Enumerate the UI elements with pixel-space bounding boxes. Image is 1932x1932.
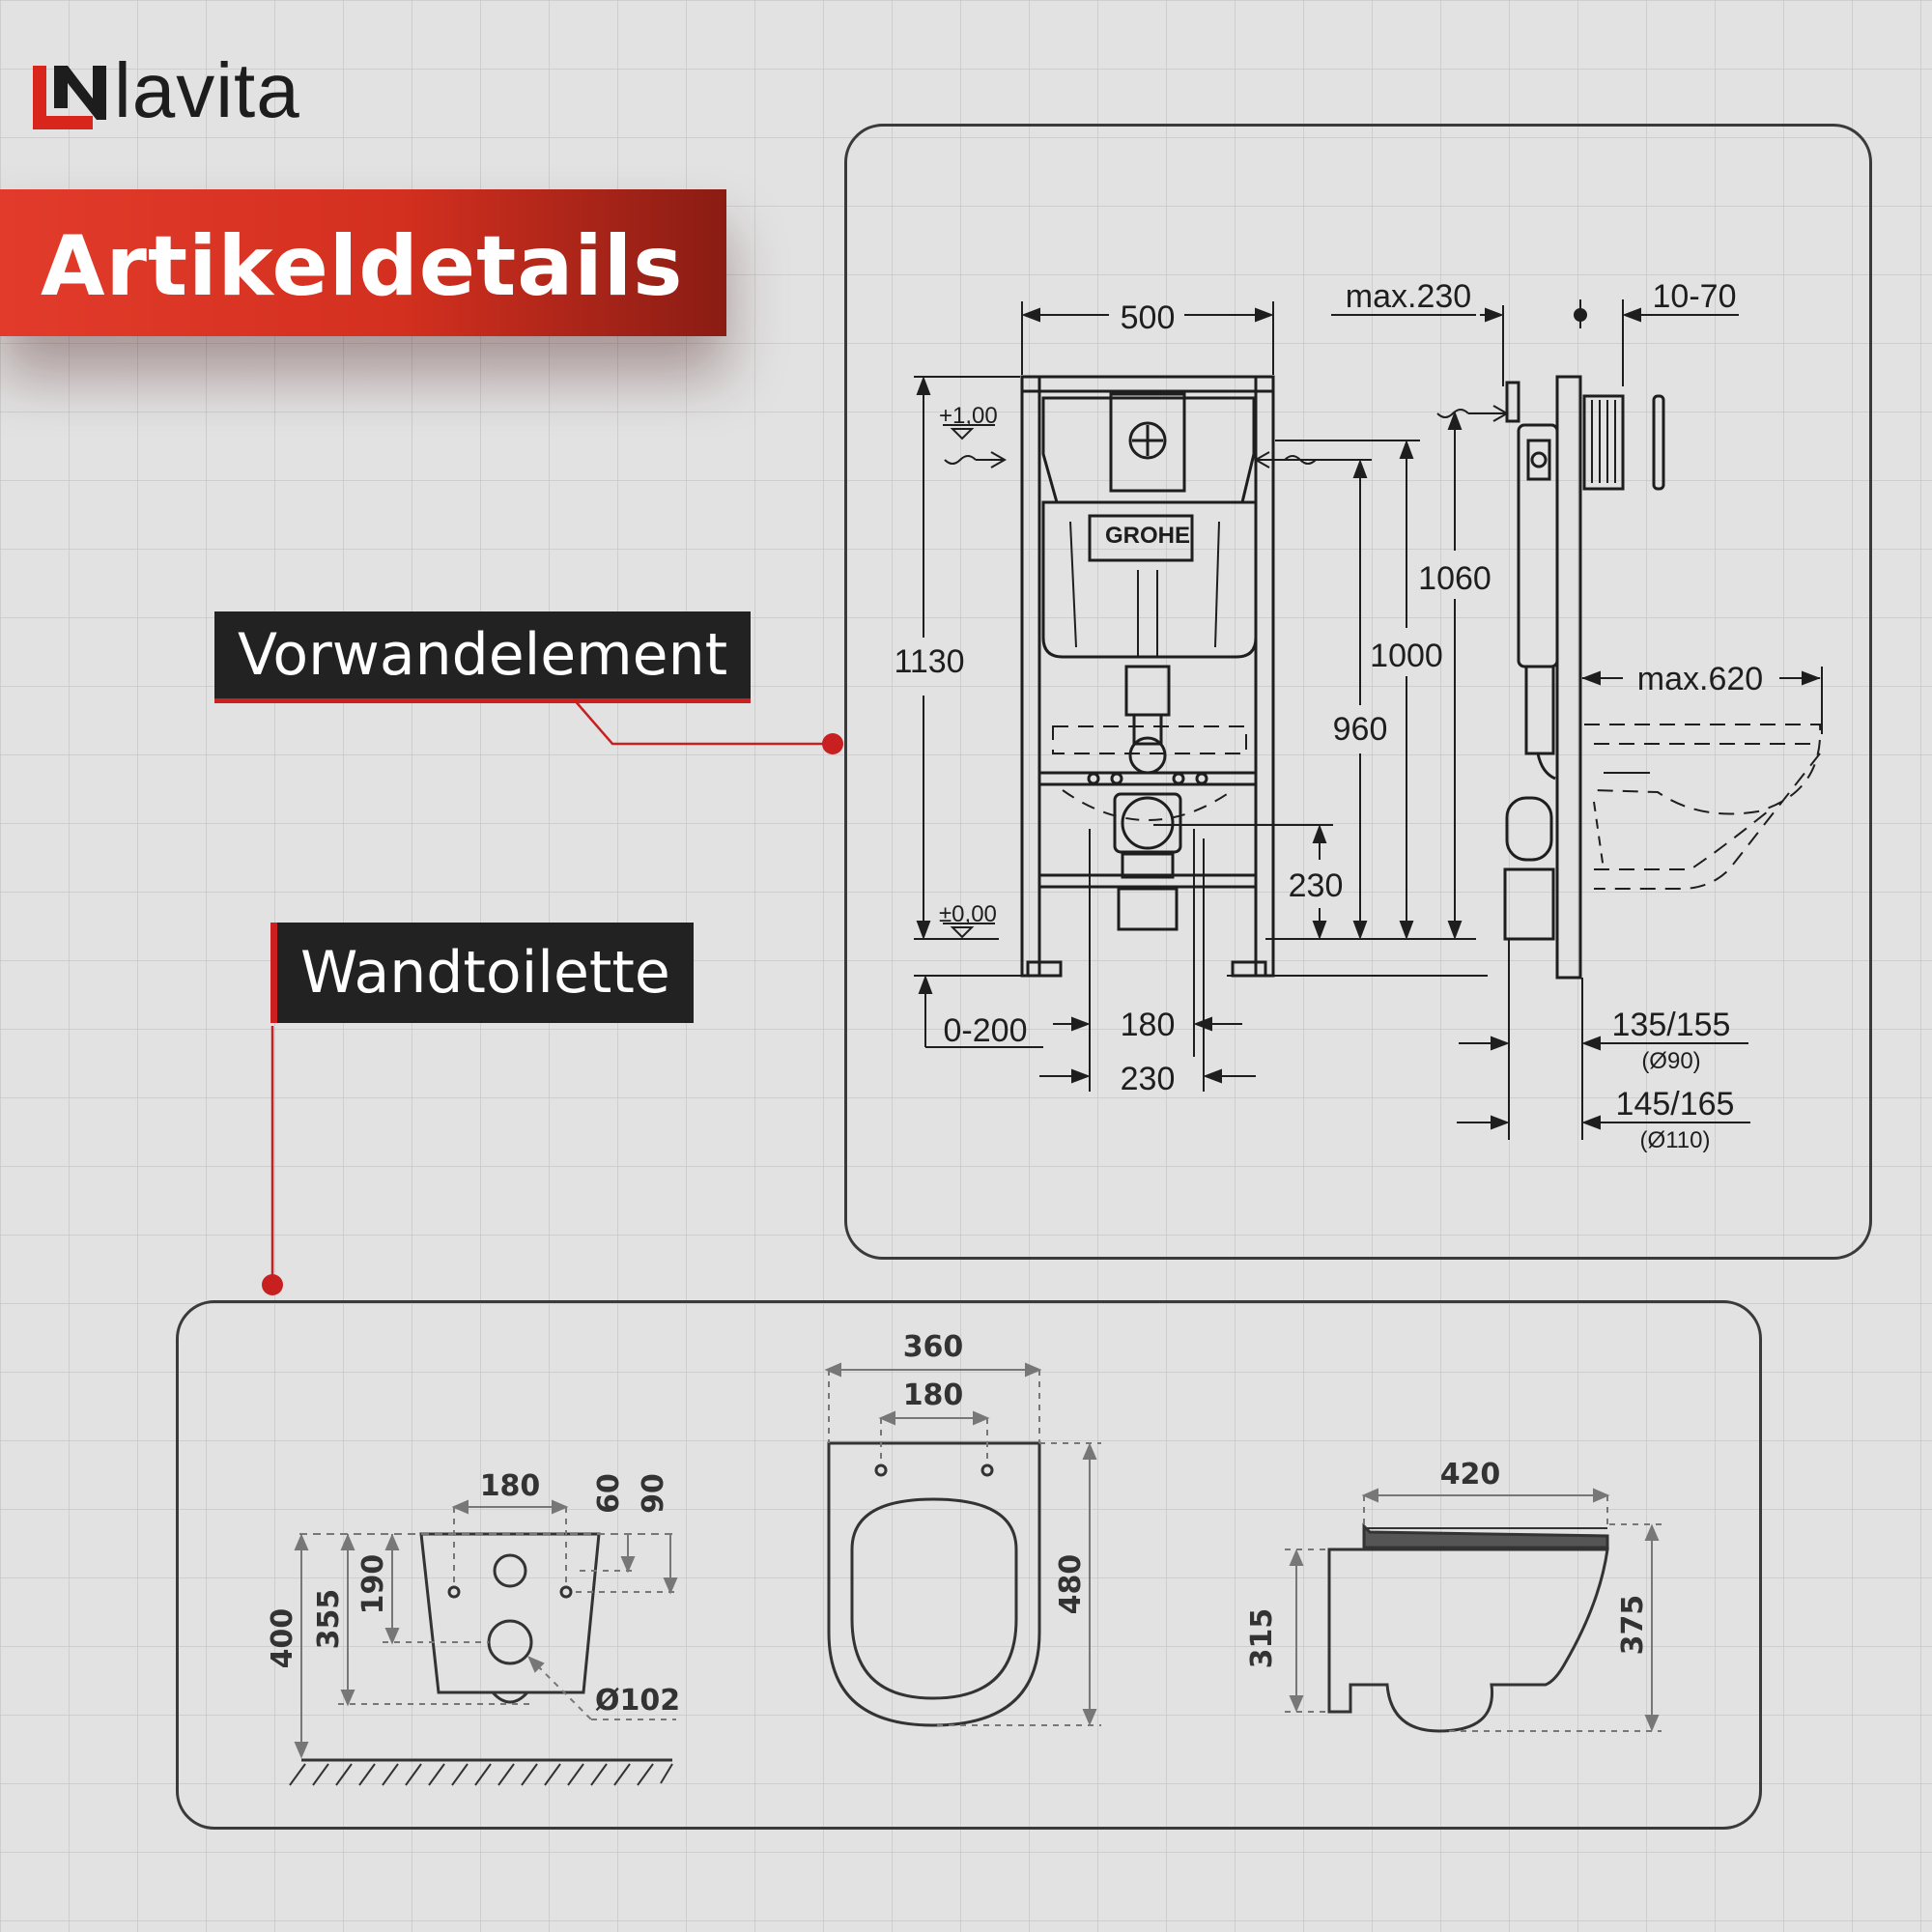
frame-front-dimensions: [914, 301, 1463, 1092]
dim-back-90: 90: [637, 1473, 670, 1514]
callout-dot-toilet: [262, 1274, 283, 1295]
dim-0-200: 0-200: [944, 1012, 1028, 1049]
dim-max620: max.620: [1637, 661, 1763, 697]
dim-top-180: 180: [903, 1378, 964, 1412]
dim-1060: 1060: [1418, 560, 1492, 597]
dim-180-frame: 180: [1121, 1007, 1176, 1043]
brand-logo: lavita: [33, 52, 300, 129]
dim-side-315: 315: [1245, 1608, 1279, 1669]
dim-o90: (Ø90): [1641, 1048, 1700, 1074]
dim-back-d102: Ø102: [595, 1684, 680, 1718]
frame-panel: [844, 124, 1872, 1260]
dim-max230: max.230: [1346, 278, 1471, 315]
level-plus: +1,00: [939, 403, 998, 429]
grohe-mark: GROHE: [1105, 523, 1190, 549]
dim-1130: 1130: [894, 643, 964, 680]
dim-back-190: 190: [356, 1554, 390, 1615]
dim-back-180: 180: [480, 1469, 541, 1503]
wall-hatch: [289, 1763, 673, 1786]
dim-top-480: 480: [1054, 1554, 1088, 1615]
lavita-logo-icon: [33, 66, 106, 129]
level-zero: ±0,00: [939, 901, 997, 927]
dim-back-355: 355: [312, 1589, 346, 1650]
dim-135-155: 135/155: [1612, 1007, 1731, 1043]
toilet-back-view: [301, 1532, 672, 1762]
page-title: Artikeldetails: [41, 218, 684, 315]
toilet-top-dimensions: [824, 1362, 1101, 1726]
label-wandtoilette: Wandtoilette: [270, 923, 694, 1023]
title-banner: Artikeldetails: [0, 189, 726, 336]
frame-front-view: [914, 375, 1488, 978]
dim-o110: (Ø110): [1640, 1127, 1711, 1153]
label-vorwandelement: Vorwandelement: [214, 611, 752, 703]
frame-side-dimensions: [1331, 299, 1823, 1130]
toilet-top-view: [827, 1441, 1041, 1727]
frame-side-view: [1436, 375, 1822, 1140]
dim-230-frame: 230: [1121, 1061, 1176, 1097]
dim-500: 500: [1121, 299, 1176, 336]
dim-230-height: 230: [1289, 867, 1344, 904]
dim-side-420: 420: [1440, 1458, 1501, 1492]
toilet-back-dimensions: [294, 1499, 678, 1759]
callout-lines: [270, 698, 833, 1285]
dim-top-360: 360: [903, 1330, 964, 1364]
dim-960: 960: [1333, 711, 1388, 748]
dim-back-60: 60: [592, 1473, 626, 1514]
callout-dot-frame: [822, 733, 843, 754]
toilet-side-view: [1327, 1522, 1609, 1733]
dim-back-400: 400: [266, 1608, 299, 1669]
dim-1000: 1000: [1370, 638, 1443, 674]
dim-10-70: 10-70: [1653, 278, 1737, 315]
dim-side-375: 375: [1616, 1595, 1650, 1656]
brand-name: lavita: [114, 47, 300, 133]
dim-145-165: 145/165: [1616, 1086, 1735, 1122]
toilet-panel: [176, 1300, 1762, 1830]
toilet-side-dimensions: [1285, 1488, 1662, 1732]
